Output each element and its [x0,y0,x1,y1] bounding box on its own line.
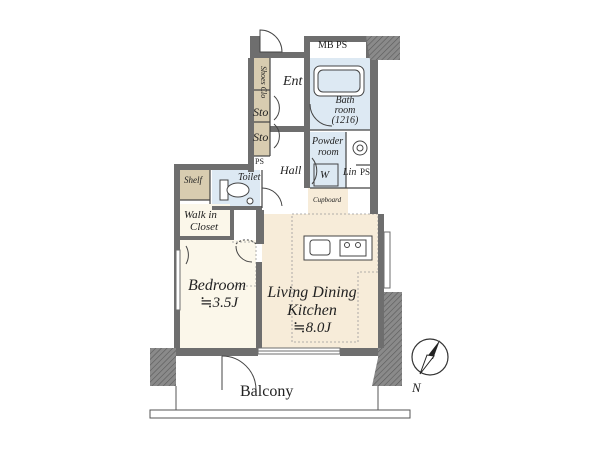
kitchen-counter [303,235,373,261]
toilet-label: Toilet [238,172,261,183]
powder-room-label-line1: Powder [312,136,344,147]
ps-right-label: PS [360,167,371,177]
washbasin [352,140,368,156]
shoes-closet-label: Shoes Clo [259,66,268,99]
compass-north-label: N [412,380,421,395]
toilet-fixture [219,179,254,205]
ldk-size-label: ≒8.0J [293,320,331,336]
storage-2-label: Sto [253,130,269,144]
bedroom-label: Bedroom [188,277,247,294]
shelf-label: Shelf [184,175,202,185]
entrance-label: Ent [283,74,303,89]
thin-walls [180,58,370,208]
balcony-label: Balcony [240,383,294,400]
linen-label: Lin [343,167,357,178]
shoes-closet-floor [254,58,270,156]
windows [175,231,391,355]
hall-label: Hall [280,163,302,177]
shelf-floor [180,170,210,200]
bathroom-label-line2: room [334,105,356,116]
washer-space [313,163,339,187]
walkin-closet-label-line1: Walk in [184,209,217,221]
hatched-wall-ends [150,36,402,386]
bedroom-size-label: ≒3.5J [200,295,238,311]
compass-icon [411,338,449,376]
cupboard-floor [308,188,348,214]
powder-room-label-line2: room [318,147,339,158]
powder-room-floor [310,132,346,188]
bathtub [313,65,365,97]
storage-1-label: Sto [253,105,269,119]
mb-ps-label: MB PS [318,40,348,51]
bathroom-size-label: (1216) [331,115,359,126]
ldk-label-line2: Kitchen [287,302,337,319]
door-swings [185,29,333,391]
cupboard-label: Cupboard [313,196,342,204]
walkin-closet-label-line2: Closet [190,221,219,233]
ldk-label-line1: Living Dining [267,284,357,301]
bathroom-label-line1: Bath [335,95,355,106]
washer-label: W [320,169,330,181]
balcony-outline [149,386,411,419]
bedroom-floor [178,240,256,348]
ps-left-label: PS [255,157,264,166]
